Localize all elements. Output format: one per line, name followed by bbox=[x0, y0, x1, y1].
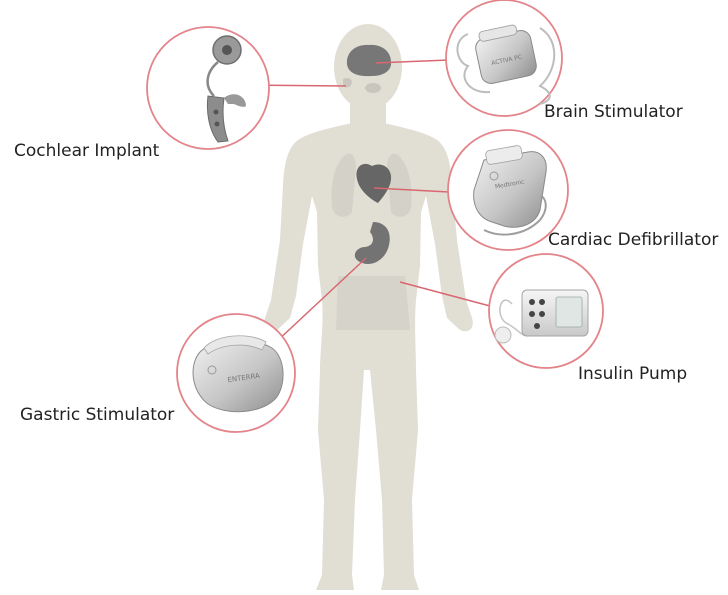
brain-stimulator-callout: ACTIVA PC bbox=[446, 0, 562, 116]
cardiac-defibrillator-label: Cardiac Defibrillator bbox=[548, 232, 718, 249]
insulin-pump-callout bbox=[489, 254, 603, 368]
insulin-pump-screen bbox=[556, 297, 582, 327]
cochlear-implant-label: Cochlear Implant bbox=[14, 143, 159, 160]
brain-stimulator-label: Brain Stimulator bbox=[544, 104, 683, 121]
nasal-organ bbox=[365, 83, 381, 93]
intestine-organ bbox=[336, 276, 410, 330]
cardiac-defibrillator-device bbox=[474, 152, 547, 228]
gastric-stimulator-label: Gastric Stimulator bbox=[20, 407, 174, 424]
gastric-stimulator-callout: ENTERRA bbox=[177, 314, 295, 432]
insulin-pump-label: Insulin Pump bbox=[578, 366, 687, 383]
infusion-set bbox=[495, 327, 511, 343]
cochlear-callout bbox=[147, 27, 269, 149]
brain-organ bbox=[347, 45, 391, 76]
